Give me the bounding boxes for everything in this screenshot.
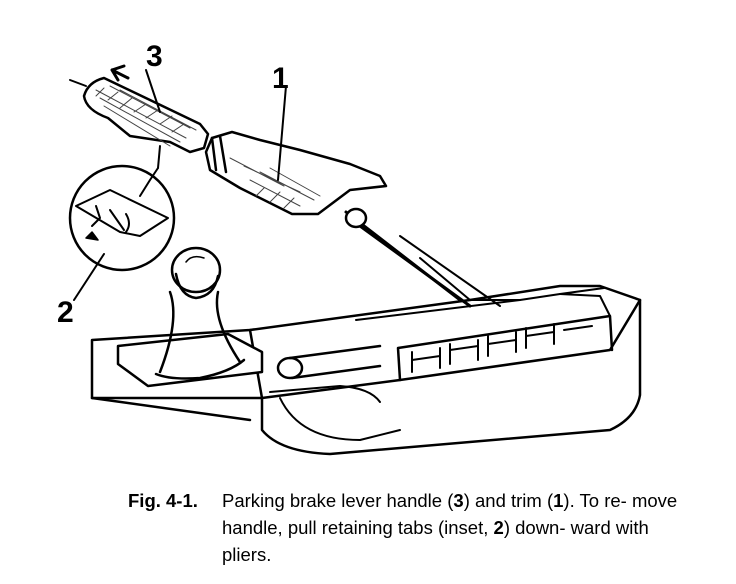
caption-num2: 2 (493, 517, 504, 538)
retaining-tab-inset (68, 145, 176, 272)
callout-leaders (73, 69, 287, 301)
callout-3: 3 (146, 40, 163, 73)
center-console (90, 284, 642, 456)
caption-part1: Parking brake lever handle ( (222, 490, 454, 511)
caption-part2: ) and trim ( (463, 490, 554, 511)
brake-lever-tube (276, 207, 521, 380)
caption-num3: 3 (453, 490, 464, 511)
caption-part3: ). To re- move handle, pull retaining ta… (222, 490, 678, 538)
caption-text: Parking brake lever handle (3) and trim … (222, 487, 698, 568)
parking-brake-illustration (68, 64, 642, 456)
caption-part4: ) down- ward with pliers. (222, 517, 649, 565)
callout-1: 1 (272, 62, 289, 95)
callout-2: 2 (57, 296, 74, 329)
shift-knob-and-boot (116, 246, 264, 388)
caption-num1: 1 (553, 490, 564, 511)
lever-trim (204, 130, 388, 216)
figure-caption: Fig. 4-1. Parking brake lever handle (3)… (128, 487, 698, 568)
figure-label: Fig. 4-1. (128, 490, 198, 511)
lever-handle (69, 64, 210, 154)
